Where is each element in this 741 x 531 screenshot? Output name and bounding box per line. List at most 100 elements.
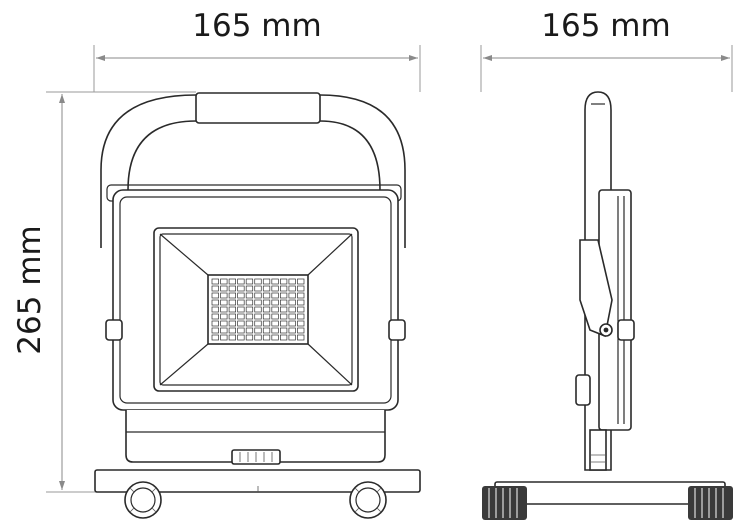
- led-chip: [245, 327, 254, 334]
- side-view: [482, 91, 733, 520]
- base-stand: [94, 469, 421, 493]
- led-chip: [228, 327, 236, 334]
- led-chip: [220, 285, 228, 292]
- led-chip: [245, 306, 254, 313]
- led-chip: [220, 327, 228, 334]
- led-chip: [262, 334, 271, 341]
- led-chip: [245, 313, 254, 320]
- led-chip: [211, 334, 219, 341]
- front-view: [94, 92, 421, 519]
- led-chip: [297, 299, 305, 306]
- left-pivot-knob: [105, 319, 123, 341]
- led-chip: [245, 320, 254, 327]
- led-chip: [271, 306, 279, 313]
- led-panel: [207, 274, 309, 345]
- led-chip: [280, 306, 288, 313]
- height-label: 265 mm: [12, 225, 48, 354]
- led-chip: [297, 320, 305, 327]
- led-chip: [254, 327, 262, 334]
- led-chip: [288, 313, 296, 320]
- led-chip: [280, 313, 288, 320]
- led-chip: [211, 292, 219, 299]
- led-chip: [271, 334, 279, 341]
- left-foot: [124, 481, 162, 519]
- led-chip: [262, 320, 271, 327]
- led-chip: [288, 334, 296, 341]
- led-chip: [254, 334, 262, 341]
- led-chip: [228, 278, 236, 285]
- led-chip: [220, 313, 228, 320]
- led-chip: [271, 299, 279, 306]
- side-right-foot: [688, 486, 733, 520]
- led-chip: [280, 278, 288, 285]
- led-chip: [220, 299, 228, 306]
- height-dimension: 265 mm: [12, 91, 196, 493]
- led-chip: [262, 313, 271, 320]
- led-chip: [288, 278, 296, 285]
- led-chip: [271, 313, 279, 320]
- right-foot: [349, 481, 387, 519]
- led-chip: [288, 285, 296, 292]
- led-chip: [228, 299, 236, 306]
- led-chip: [237, 285, 245, 292]
- led-chip: [288, 320, 296, 327]
- led-chip: [237, 320, 245, 327]
- led-chip: [297, 313, 305, 320]
- led-chip: [237, 327, 245, 334]
- front-width-dimension: 165 mm: [93, 8, 421, 92]
- led-chip: [271, 292, 279, 299]
- led-chip: [211, 278, 219, 285]
- led-chip: [297, 285, 305, 292]
- led-chip: [280, 292, 288, 299]
- led-chip: [262, 306, 271, 313]
- led-chip: [262, 285, 271, 292]
- led-chip: [245, 278, 254, 285]
- front-width-label: 165 mm: [192, 8, 321, 44]
- led-chip: [254, 285, 262, 292]
- led-chip: [280, 285, 288, 292]
- led-array: [211, 278, 305, 341]
- side-left-foot: [482, 486, 527, 520]
- led-chip: [297, 278, 305, 285]
- led-chip: [254, 299, 262, 306]
- led-chip: [237, 306, 245, 313]
- led-chip: [211, 327, 219, 334]
- led-chip: [245, 334, 254, 341]
- led-chip: [245, 292, 254, 299]
- led-chip: [254, 313, 262, 320]
- led-chip: [254, 278, 262, 285]
- led-chip: [288, 292, 296, 299]
- led-chip: [271, 285, 279, 292]
- led-chip: [237, 292, 245, 299]
- led-chip: [211, 306, 219, 313]
- led-chip: [262, 299, 271, 306]
- carry-handle: [100, 92, 406, 248]
- led-chip: [220, 292, 228, 299]
- led-chip: [254, 306, 262, 313]
- led-chip: [271, 320, 279, 327]
- led-chip: [254, 320, 262, 327]
- led-chip: [280, 320, 288, 327]
- led-chip: [220, 306, 228, 313]
- led-chip: [237, 313, 245, 320]
- led-chip: [271, 278, 279, 285]
- side-depth-dimension: 165 mm: [480, 8, 733, 92]
- led-chip: [254, 292, 262, 299]
- led-chip: [228, 306, 236, 313]
- led-chip: [262, 292, 271, 299]
- led-chip: [211, 320, 219, 327]
- led-chip: [237, 299, 245, 306]
- led-chip: [245, 299, 254, 306]
- led-chip: [211, 285, 219, 292]
- led-chip: [211, 313, 219, 320]
- led-chip: [228, 285, 236, 292]
- led-chip: [297, 327, 305, 334]
- led-chip: [288, 327, 296, 334]
- led-chip: [228, 334, 236, 341]
- led-chip: [237, 278, 245, 285]
- led-chip: [211, 299, 219, 306]
- led-chip: [297, 306, 305, 313]
- led-chip: [288, 299, 296, 306]
- led-chip: [228, 313, 236, 320]
- led-chip: [245, 285, 254, 292]
